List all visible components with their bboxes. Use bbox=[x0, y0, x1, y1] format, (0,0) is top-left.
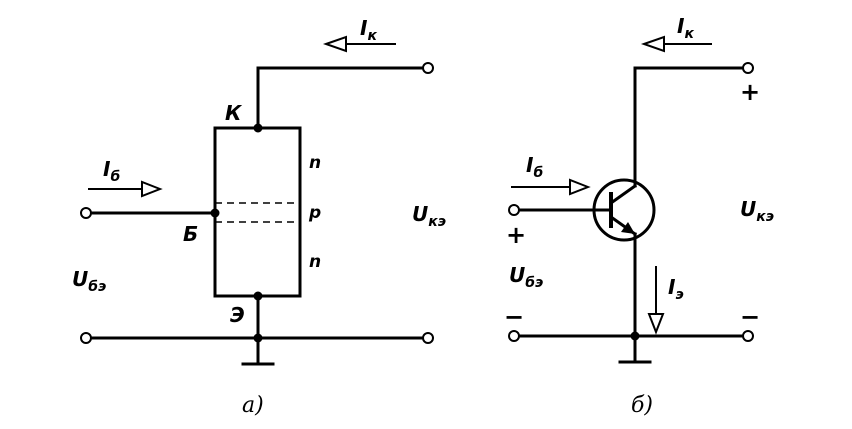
common-terminal-left-b bbox=[508, 330, 520, 342]
base-current-label-a: Iб bbox=[103, 157, 120, 185]
collector-lead-internal bbox=[608, 183, 638, 206]
collector-current-label-b: Iк bbox=[677, 14, 694, 42]
common-terminal-right-a bbox=[422, 332, 434, 344]
collector-terminal-b bbox=[742, 62, 754, 74]
emitter-arrow-icon bbox=[621, 222, 635, 234]
open-arrow-icon bbox=[322, 35, 347, 53]
layer-n-top: n bbox=[309, 153, 321, 173]
minus-sign-left: − bbox=[504, 303, 524, 331]
caption-a: а) bbox=[242, 393, 264, 418]
collector-wire-a bbox=[256, 66, 430, 130]
open-arrow-icon bbox=[647, 313, 665, 335]
diagram-a: Iк Iб К Б Э n p n Uкэ Uбэ а) bbox=[72, 16, 446, 418]
base-letter: Б bbox=[183, 222, 198, 246]
emitter-letter: Э bbox=[230, 303, 245, 327]
vbe-label-b: Uбэ bbox=[509, 263, 543, 291]
common-terminal-right-b bbox=[742, 330, 754, 342]
common-terminal-left-a bbox=[80, 332, 92, 344]
vbe-label-a: Uбэ bbox=[72, 267, 106, 295]
collector-terminal-a bbox=[422, 62, 434, 74]
semiconductor-block bbox=[213, 126, 302, 298]
collector-current-label-a: Iк bbox=[360, 16, 377, 44]
open-arrow-icon bbox=[141, 180, 163, 198]
plus-sign-collector: + bbox=[740, 78, 760, 106]
collector-wire-b bbox=[633, 66, 750, 188]
collector-letter: К bbox=[225, 101, 243, 125]
layer-p: p bbox=[308, 203, 321, 223]
base-terminal-b bbox=[508, 204, 520, 216]
minus-sign-right: − bbox=[740, 303, 760, 331]
plus-sign-base: + bbox=[506, 221, 526, 249]
base-contact-a bbox=[210, 208, 220, 218]
vce-label-a: Uкэ bbox=[412, 202, 446, 230]
base-terminal-a bbox=[80, 207, 92, 219]
vce-label-b: Uкэ bbox=[740, 197, 774, 225]
open-arrow-icon bbox=[569, 178, 591, 196]
emitter-contact-a bbox=[253, 291, 263, 301]
open-arrow-icon bbox=[640, 35, 665, 53]
emitter-current-label-b: Iэ bbox=[668, 275, 684, 303]
base-current-label-b: Iб bbox=[526, 153, 543, 181]
caption-b: б) bbox=[631, 393, 653, 418]
diagram-b: Iк Iб Iэ + + − − Uкэ Uбэ б) bbox=[504, 14, 774, 418]
layer-n-bottom: n bbox=[309, 252, 321, 272]
